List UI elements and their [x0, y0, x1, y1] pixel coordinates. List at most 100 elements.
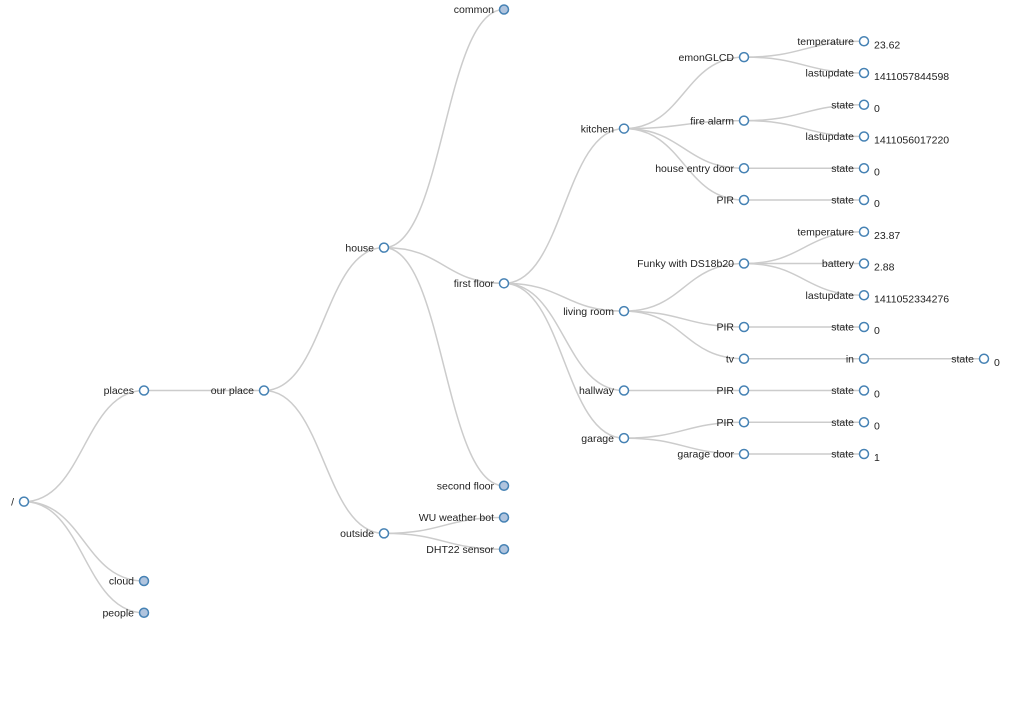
node-circle[interactable]: [738, 194, 750, 206]
node-circle[interactable]: [858, 163, 870, 174]
tree-node-pir[interactable]: PIR: [716, 385, 750, 397]
node-circle[interactable]: [858, 448, 870, 460]
tree-link: [743, 56, 865, 74]
node-label: state: [951, 353, 974, 365]
node-value: 0: [874, 198, 880, 210]
tree-link: [623, 127, 745, 201]
node-circle[interactable]: [858, 67, 870, 79]
tree-node-root[interactable]: /: [11, 496, 30, 508]
node-circle[interactable]: [618, 385, 630, 396]
node-label: garage door: [677, 449, 734, 461]
tree-node-in[interactable]: in: [846, 353, 870, 365]
node-circle[interactable]: [738, 417, 750, 428]
tree-node-pir[interactable]: PIR: [716, 417, 750, 429]
tree-node-house-entry-door[interactable]: house entry door: [655, 163, 750, 175]
tree-node-garage[interactable]: garage: [581, 432, 630, 445]
node-circle[interactable]: [858, 290, 870, 301]
node-circle[interactable]: [618, 305, 630, 317]
node-circle[interactable]: [738, 51, 750, 63]
tree-node-pir[interactable]: PIR: [716, 194, 750, 207]
tree-link: [743, 262, 865, 296]
tree-node-pir[interactable]: PIR: [716, 321, 750, 334]
tree-node-outside[interactable]: outside: [340, 528, 390, 540]
node-circle[interactable]: [618, 432, 630, 444]
tree-node-hallway[interactable]: hallway: [579, 385, 630, 397]
node-circle[interactable]: [858, 99, 870, 110]
node-circle[interactable]: [738, 321, 750, 333]
node-label: Funky with DS18b20: [637, 258, 734, 270]
node-circle[interactable]: [618, 123, 630, 134]
node-circle[interactable]: [378, 242, 390, 253]
node-circle[interactable]: [978, 353, 990, 364]
collapsed-node-circle[interactable]: [138, 607, 150, 618]
tree-node-house[interactable]: house: [345, 242, 390, 254]
tree-node-emonglcd[interactable]: emonGLCD: [679, 51, 750, 64]
node-circle[interactable]: [498, 278, 510, 289]
node-circle[interactable]: [858, 194, 870, 206]
node-circle[interactable]: [738, 163, 750, 174]
node-value: 0: [874, 420, 880, 432]
collapsed-node-circle[interactable]: [498, 512, 510, 523]
tree-node-funky-with-ds18b20[interactable]: Funky with DS18b20: [637, 258, 750, 270]
node-circle[interactable]: [858, 417, 870, 428]
collapsed-node-circle[interactable]: [498, 480, 510, 491]
node-circle[interactable]: [738, 448, 750, 460]
node-value: 1411052334276: [874, 293, 949, 305]
node-circle[interactable]: [738, 115, 750, 126]
node-circle[interactable]: [858, 131, 870, 142]
collapsed-node-circle[interactable]: [498, 544, 510, 555]
node-label: hallway: [579, 385, 615, 397]
tree-node-our-place[interactable]: our place: [211, 385, 270, 397]
tree-node-living-room[interactable]: living room: [563, 305, 630, 318]
node-circle[interactable]: [18, 496, 30, 507]
node-value: 0: [994, 357, 1000, 369]
node-circle[interactable]: [858, 353, 870, 364]
tree-link: [623, 421, 745, 439]
tree-link: [23, 389, 145, 503]
tree-node-second-floor[interactable]: second floor: [437, 480, 510, 492]
node-circle[interactable]: [138, 385, 150, 396]
node-circle[interactable]: [858, 385, 870, 396]
tree-node-state[interactable]: state 0: [951, 353, 1000, 368]
tree-node-garage-door[interactable]: garage door: [677, 448, 750, 461]
tree-link: [263, 389, 385, 535]
node-circle[interactable]: [738, 353, 750, 364]
tree-node-fire-alarm[interactable]: fire alarm: [690, 115, 750, 127]
tree-link: [383, 516, 505, 535]
tree-node-places[interactable]: places: [104, 385, 150, 397]
node-circle[interactable]: [738, 258, 750, 269]
node-circle[interactable]: [858, 321, 870, 333]
tree-link: [503, 282, 625, 439]
node-circle[interactable]: [858, 226, 870, 237]
tree-node-people[interactable]: people: [102, 607, 150, 619]
node-circle[interactable]: [858, 258, 870, 269]
tree-node-common[interactable]: common: [454, 4, 510, 16]
tree-node-first-floor[interactable]: first floor: [454, 278, 510, 290]
collapsed-node-circle[interactable]: [498, 4, 510, 15]
tree-node-cloud[interactable]: cloud: [109, 575, 150, 588]
tree-node-kitchen[interactable]: kitchen: [581, 123, 630, 135]
tree-node-wu-weather-bot[interactable]: WU weather bot: [419, 512, 510, 524]
node-circle[interactable]: [258, 385, 270, 396]
node-circle[interactable]: [858, 36, 870, 47]
node-circle[interactable]: [738, 385, 750, 396]
collapsed-node-circle[interactable]: [138, 575, 150, 587]
tree-node-dht22-sensor[interactable]: DHT22 sensor: [426, 544, 510, 556]
node-label: people: [102, 607, 134, 619]
node-circle[interactable]: [378, 528, 390, 539]
tree-link: [383, 532, 505, 550]
tree-node-tv[interactable]: tv: [726, 353, 750, 365]
